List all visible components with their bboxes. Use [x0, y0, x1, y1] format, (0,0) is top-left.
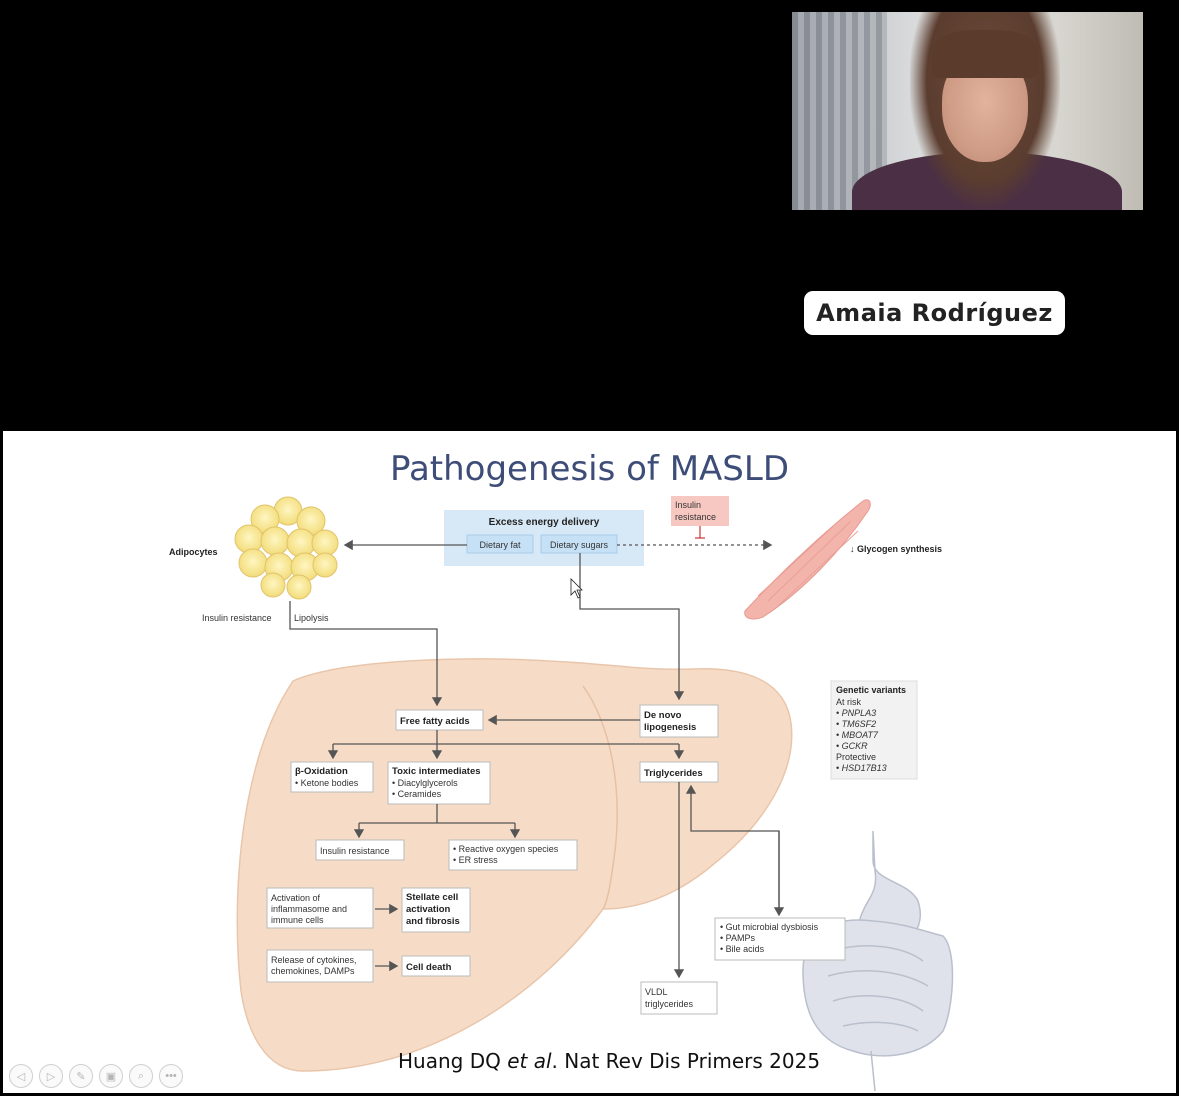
citation-authors: Huang DQ [398, 1049, 508, 1073]
citation: Huang DQ et al. Nat Rev Dis Primers 2025 [398, 1049, 820, 1073]
beta-oxidation-box [290, 761, 374, 793]
beta-oxidation-title: β-Oxidation [295, 766, 348, 777]
participant-name-tag: Amaia Rodríguez [804, 291, 1065, 335]
stellate-line3: and fibrosis [406, 916, 460, 927]
slides-icon[interactable]: ▣ [99, 1064, 123, 1088]
participant-name: Amaia Rodríguez [816, 299, 1053, 327]
de-novo-box [639, 704, 719, 738]
free-fatty-acids-label: Free fatty acids [400, 716, 470, 727]
liver-lobe-divider [582, 685, 618, 910]
glycogen-label: ↓ Glycogen synthesis [850, 544, 942, 554]
genetic-variants-box [830, 680, 918, 780]
release-line1: Release of cytokines, [271, 955, 357, 965]
adipocytes-icon [234, 496, 339, 600]
next-icon[interactable]: ▷ [39, 1064, 63, 1088]
insulin-resistance-muscle-line1: Insulin [675, 500, 701, 510]
lipolysis-label: Lipolysis [294, 613, 329, 623]
insulin-resistance-muscle-line2: resistance [675, 512, 716, 522]
stellate-line2: activation [406, 904, 451, 915]
adipocytes-label: Adipocytes [169, 547, 218, 557]
gut-item-1: • Gut microbial dysbiosis [720, 922, 819, 932]
previous-icon[interactable]: ◁ [9, 1064, 33, 1088]
ros-item-2: • ER stress [453, 855, 498, 865]
muscle-icon [744, 499, 871, 620]
mouse-cursor-icon [570, 578, 583, 599]
vldl-line2: triglycerides [645, 999, 694, 1009]
toxic-intermediates-box [387, 761, 491, 805]
cell-death-label: Cell death [406, 962, 452, 973]
toxic-item-1: • Diacylglycerols [392, 778, 458, 788]
genetic-variants-title: Genetic variants [836, 685, 906, 695]
ros-item-1: • Reactive oxygen species [453, 844, 559, 854]
triglycerides-label: Triglycerides [644, 768, 703, 779]
participant-video[interactable] [792, 12, 1143, 210]
activation-line2: inflammasome and [271, 904, 347, 914]
insulin-resistance-adipo-label: Insulin resistance [202, 613, 272, 623]
free-fatty-acids-box [395, 709, 484, 731]
toxic-intermediates-title: Toxic intermediates [392, 766, 481, 777]
activation-box [266, 887, 374, 929]
insulin-resistance-liver-label: Insulin resistance [320, 846, 390, 856]
vldl-line1: VLDL [645, 987, 668, 997]
slide-title: Pathogenesis of MASLD [389, 449, 790, 489]
citation-etal: et al [507, 1049, 552, 1073]
masld-diagram: Excess energy delivery Dietary fat Dieta… [169, 496, 954, 1092]
stellate-box [401, 887, 471, 933]
release-box [266, 949, 374, 983]
variant-tm6sf2: • TM6SF2 [836, 719, 876, 729]
vldl-box [640, 981, 718, 1015]
protective-label: Protective [836, 752, 876, 762]
dietary-sugars-label: Dietary sugars [550, 540, 609, 550]
citation-rest: . Nat Rev Dis Primers 2025 [551, 1049, 821, 1073]
at-risk-label: At risk [836, 697, 862, 707]
de-novo-line1: De novo [644, 710, 682, 721]
participant-bangs [932, 30, 1038, 78]
gut-item-3: • Bile acids [720, 944, 765, 954]
toxic-item-2: • Ceramides [392, 789, 442, 799]
excess-energy-label: Excess energy delivery [489, 517, 600, 528]
gut-icon [802, 830, 954, 1092]
more-icon[interactable]: ••• [159, 1064, 183, 1088]
ros-box [448, 839, 578, 871]
activation-line3: immune cells [271, 915, 324, 925]
beta-oxidation-item: • Ketone bodies [295, 778, 359, 788]
dietary-fat-label: Dietary fat [479, 540, 521, 550]
variant-mboat7: • MBOAT7 [836, 730, 879, 740]
gut-item-2: • PAMPs [720, 933, 755, 943]
stellate-line1: Stellate cell [406, 892, 458, 903]
zoom-icon[interactable]: ⌕ [129, 1064, 153, 1088]
cell-death-box [401, 955, 471, 977]
slide-toolbar: ◁ ▷ ✎ ▣ ⌕ ••• [9, 1064, 183, 1088]
variant-hsd17b13: • HSD17B13 [836, 763, 887, 773]
activation-line1: Activation of [271, 893, 321, 903]
pen-icon[interactable]: ✎ [69, 1064, 93, 1088]
variant-pnpla3: • PNPLA3 [836, 708, 876, 718]
insulin-resistance-liver-box [315, 839, 405, 861]
shared-slide: Pathogenesis of MASLD [3, 431, 1176, 1093]
de-novo-line2: lipogenesis [644, 722, 696, 733]
insulin-resistance-muscle-box [671, 496, 729, 526]
gut-factors-box [714, 917, 846, 961]
release-line2: chemokines, DAMPs [271, 966, 355, 976]
variant-gckr: • GCKR [836, 741, 868, 751]
